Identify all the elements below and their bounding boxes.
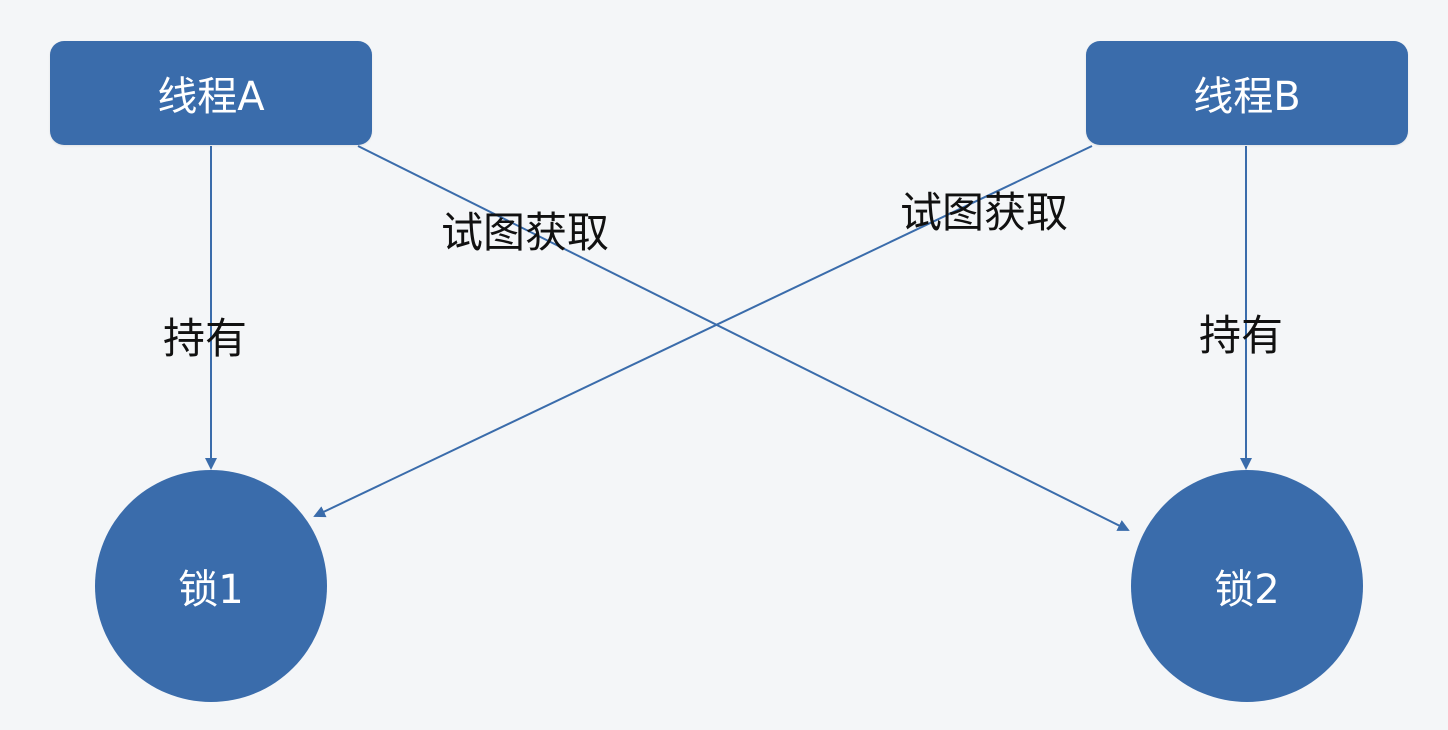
- edge-thread-a-tries-lock2: [357, 145, 1130, 531]
- lock-1-node: 锁1: [95, 470, 327, 702]
- thread-a-node: 线程A: [50, 41, 372, 145]
- lock-1-label: 锁1: [178, 567, 244, 613]
- label-a-tries: 试图获取: [441, 208, 610, 257]
- thread-a-label: 线程A: [157, 74, 265, 120]
- lock-2-node: 锁2: [1131, 470, 1363, 702]
- thread-b-label: 线程B: [1193, 74, 1301, 120]
- label-a-holds: 持有: [163, 314, 248, 363]
- edge-thread-b-tries-lock1: [313, 145, 1093, 518]
- label-b-holds: 持有: [1199, 311, 1284, 360]
- lock-2-label: 锁2: [1214, 567, 1280, 613]
- label-b-tries: 试图获取: [900, 188, 1069, 237]
- thread-b-node: 线程B: [1086, 41, 1408, 145]
